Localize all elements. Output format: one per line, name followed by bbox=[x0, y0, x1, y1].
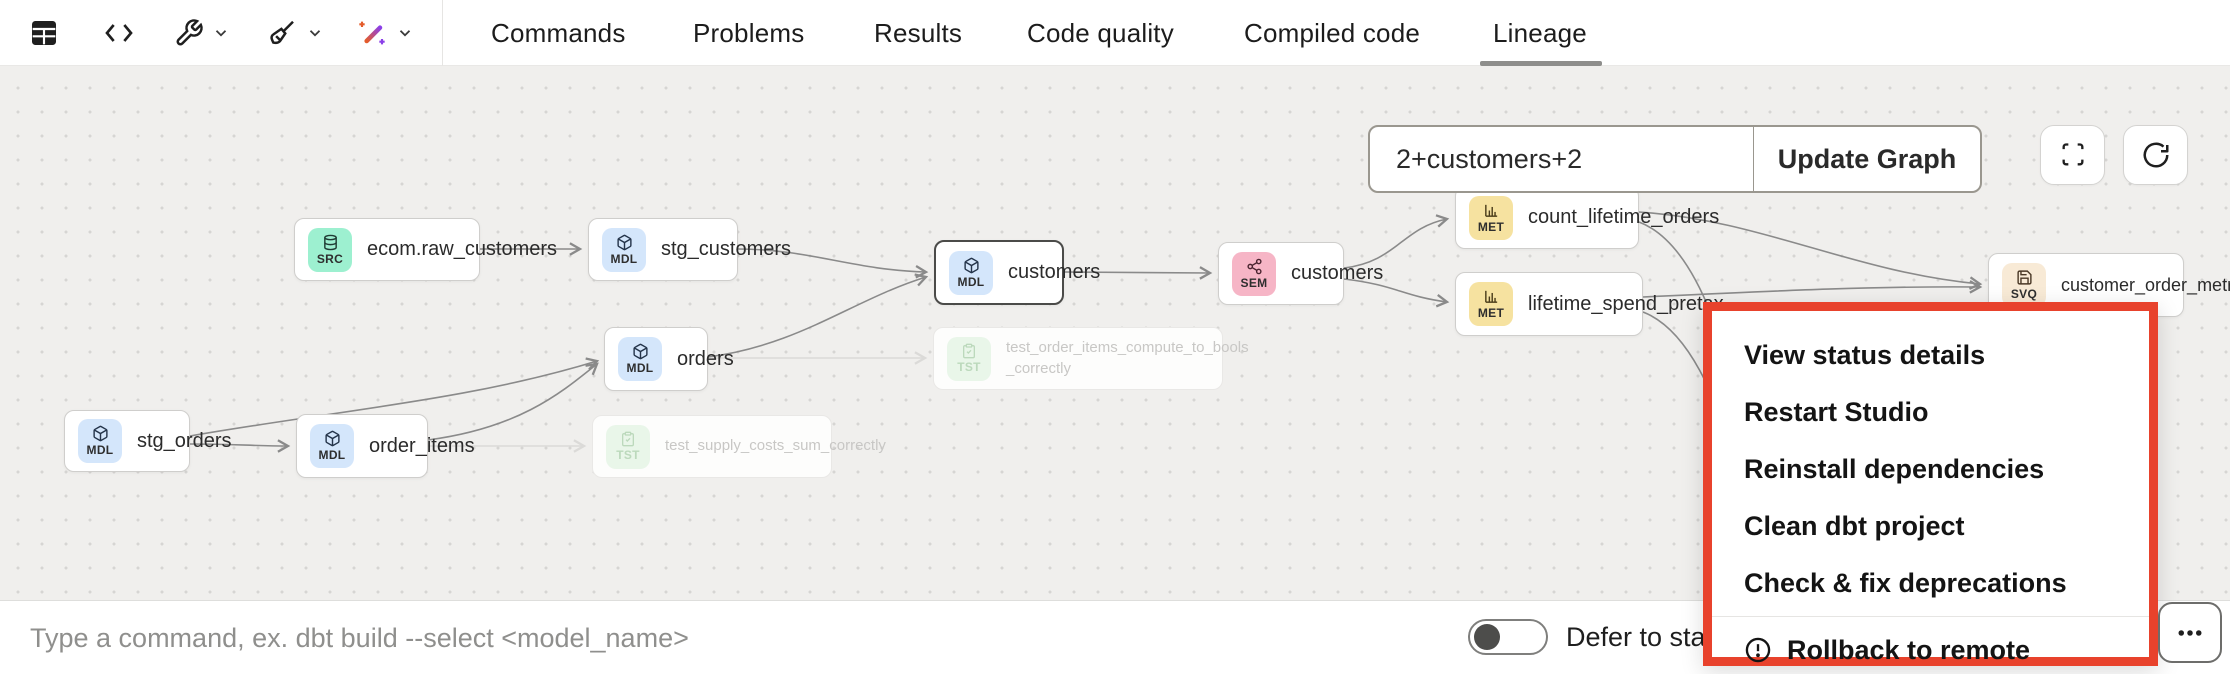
tab-commands[interactable]: Commands bbox=[491, 18, 626, 48]
node-order-items[interactable]: MDL order_items bbox=[296, 414, 475, 478]
tab-problems[interactable]: Problems bbox=[693, 18, 805, 48]
wand-icon bbox=[359, 21, 385, 45]
tab-compiled-code[interactable]: Compiled code bbox=[1244, 18, 1421, 48]
toolbar-divider bbox=[442, 0, 443, 66]
cube-icon bbox=[92, 425, 108, 442]
code-icon bbox=[105, 24, 133, 42]
cube-icon bbox=[616, 234, 632, 250]
node-label: order_items bbox=[369, 434, 475, 457]
node-lifetime-spend-pretax[interactable]: MET lifetime_spend_pretax bbox=[1455, 272, 1724, 336]
menu-item-label: Rollback to remote bbox=[1787, 634, 2031, 665]
tab-code-quality[interactable]: Code quality bbox=[1027, 18, 1174, 48]
model-badge: MDL bbox=[78, 419, 122, 463]
clipboard-check-icon bbox=[963, 343, 975, 359]
model-badge: MDL bbox=[618, 337, 662, 381]
bar-chart-icon bbox=[1484, 290, 1497, 303]
refresh-button[interactable] bbox=[2123, 125, 2188, 185]
metric-badge: MET bbox=[1469, 282, 1513, 326]
code-view-button[interactable] bbox=[103, 0, 135, 66]
node-label: ecom.raw_customers bbox=[367, 238, 558, 260]
menu-item-view-status-details[interactable]: View status details bbox=[1744, 340, 1986, 370]
cube-icon bbox=[963, 257, 979, 273]
saved-query-badge: SVQ bbox=[2002, 263, 2046, 307]
menu-item-restart-studio[interactable]: Restart Studio bbox=[1744, 397, 1929, 427]
model-badge: MDL bbox=[949, 250, 993, 295]
top-toolbar: Commands Problems Results Code quality C… bbox=[0, 0, 2230, 66]
ellipsis-icon bbox=[2178, 629, 2202, 636]
node-test-order-items[interactable]: TST test_order_items_compute_to_bools _c… bbox=[933, 327, 1249, 390]
clean-tools-button[interactable] bbox=[268, 0, 324, 66]
command-input[interactable] bbox=[30, 615, 1330, 661]
node-label: customers bbox=[1008, 261, 1101, 283]
node-label: customer_order_metrics bbox=[2061, 274, 2230, 295]
test-badge: TST bbox=[606, 424, 650, 469]
node-label: stg_orders bbox=[137, 429, 232, 452]
clipboard-check-icon bbox=[622, 431, 634, 447]
save-icon bbox=[2016, 270, 2032, 285]
node-label: test_order_items_compute_to_bools _corre… bbox=[1006, 339, 1249, 377]
chevron-down-icon bbox=[215, 30, 227, 37]
test-badge: TST bbox=[947, 336, 991, 381]
tab-lineage[interactable]: Lineage bbox=[1493, 18, 1587, 48]
node-label: count_lifetime_orders bbox=[1528, 206, 1720, 228]
menu-item-check-fix-deprecations[interactable]: Check & fix deprecations bbox=[1744, 568, 2067, 598]
menu-divider bbox=[1712, 616, 2149, 617]
node-label: customers bbox=[1291, 262, 1384, 284]
status-context-menu: View status details Restart Studio Reins… bbox=[1703, 302, 2158, 666]
node-stg-orders[interactable]: MDL stg_orders bbox=[64, 410, 232, 472]
cube-icon bbox=[632, 343, 648, 360]
node-label: orders bbox=[677, 347, 734, 370]
node-label: lifetime_spend_pretax bbox=[1528, 292, 1724, 315]
node-test-supply-costs[interactable]: TST test_supply_costs_sum_correctly bbox=[592, 415, 886, 478]
broom-icon bbox=[270, 20, 294, 45]
model-badge: MDL bbox=[602, 227, 646, 272]
table-view-button[interactable] bbox=[28, 0, 60, 66]
defer-label: Defer to sta bbox=[1566, 622, 1706, 652]
node-count-lifetime-orders[interactable]: MET count_lifetime_orders bbox=[1455, 186, 1719, 249]
node-stg-customers[interactable]: MDL stg_customers bbox=[588, 218, 791, 281]
model-badge: MDL bbox=[310, 424, 354, 468]
defer-toggle[interactable] bbox=[1468, 619, 1548, 655]
source-badge: SRC bbox=[308, 227, 352, 272]
menu-item-reinstall-dependencies[interactable]: Reinstall dependencies bbox=[1744, 454, 2045, 484]
table-icon bbox=[32, 21, 56, 45]
toggle-knob bbox=[1474, 624, 1500, 650]
ai-assist-button[interactable] bbox=[356, 0, 414, 66]
selector-input[interactable]: 2+customers+2 bbox=[1370, 127, 1754, 191]
node-ecom-raw-customers[interactable]: SRC ecom.raw_customers bbox=[294, 218, 557, 281]
active-tab-underline bbox=[1480, 61, 1602, 66]
node-label: test_supply_costs_sum_correctly bbox=[665, 437, 886, 455]
chevron-down-icon bbox=[399, 30, 411, 37]
update-graph-button[interactable]: Update Graph bbox=[1777, 143, 1957, 174]
refresh-icon bbox=[2143, 142, 2168, 168]
chevron-down-icon bbox=[309, 30, 321, 37]
node-orders[interactable]: MDL orders bbox=[604, 327, 734, 391]
alert-circle-icon bbox=[1745, 637, 1771, 663]
menu-item-clean-dbt-project[interactable]: Clean dbt project bbox=[1744, 511, 1965, 541]
menu-item-rollback-to-remote[interactable]: Rollback to remote bbox=[1712, 623, 2149, 674]
node-customers-model[interactable]: MDL customers bbox=[934, 240, 1100, 305]
database-icon bbox=[323, 234, 337, 250]
bar-chart-icon bbox=[1484, 204, 1497, 217]
lineage-selector-bar: 2+customers+2 Update Graph bbox=[1368, 125, 1982, 193]
node-label: stg_customers bbox=[661, 238, 792, 260]
metric-badge: MET bbox=[1469, 195, 1513, 240]
cube-icon bbox=[324, 430, 340, 447]
node-customers-semantic[interactable]: SEM customers bbox=[1218, 242, 1383, 305]
build-tools-button[interactable] bbox=[174, 0, 230, 66]
fullscreen-button[interactable] bbox=[2040, 125, 2105, 185]
wrench-icon bbox=[176, 19, 203, 46]
tab-results[interactable]: Results bbox=[874, 18, 963, 48]
fullscreen-icon bbox=[2062, 143, 2083, 166]
semantic-graph-icon bbox=[1246, 258, 1262, 274]
semantic-badge: SEM bbox=[1232, 251, 1276, 296]
more-options-button[interactable] bbox=[2158, 602, 2222, 663]
